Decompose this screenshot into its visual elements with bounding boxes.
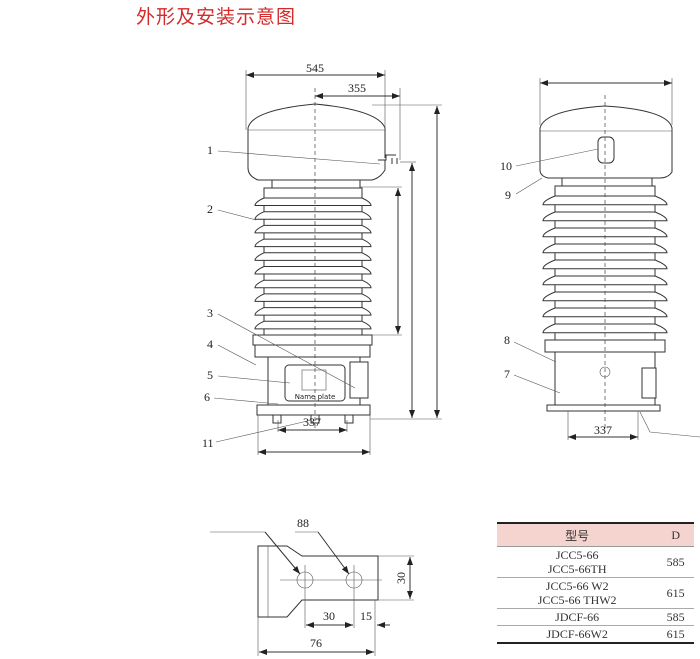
insulator-shed <box>542 227 668 238</box>
svg-text:1: 1 <box>207 143 213 157</box>
insulator-shed <box>254 279 372 289</box>
svg-text:2: 2 <box>207 202 213 216</box>
svg-text:10: 10 <box>500 159 512 173</box>
front-view: Name plate 545 355 337 1 2 3 4 5 6 11 <box>202 61 442 455</box>
svg-text:7: 7 <box>504 367 510 381</box>
svg-text:355: 355 <box>348 81 366 95</box>
page-title: 外形及安装示意图 <box>136 6 297 28</box>
svg-text:30: 30 <box>323 609 335 623</box>
oil-gauge <box>597 136 615 164</box>
svg-text:76: 76 <box>310 636 322 650</box>
header-model: 型号 <box>497 523 658 547</box>
svg-text:337: 337 <box>594 423 612 437</box>
svg-text:8: 8 <box>504 333 510 347</box>
svg-text:88: 88 <box>297 516 309 530</box>
insulator-shed <box>254 252 372 261</box>
svg-text:337: 337 <box>303 415 321 429</box>
svg-text:30: 30 <box>394 572 408 584</box>
svg-text:11: 11 <box>202 436 214 450</box>
insulator-shed <box>254 266 372 275</box>
svg-text:6: 6 <box>204 390 210 404</box>
insulator-shed <box>254 320 372 330</box>
svg-text:5: 5 <box>207 368 213 382</box>
insulator-shed <box>254 307 372 316</box>
insulator-shed <box>254 211 372 220</box>
insulator-shed <box>542 243 668 254</box>
insulator-shed <box>254 238 372 248</box>
svg-text:9: 9 <box>505 188 511 202</box>
terminal-detail: 88 30 30 15 76 <box>210 516 414 656</box>
insulator-shed <box>254 224 372 234</box>
insulator-shed <box>542 291 668 302</box>
header-d: D <box>657 523 694 547</box>
svg-text:3: 3 <box>207 306 213 320</box>
insulator-shed <box>254 293 372 302</box>
insulator-shed <box>254 197 372 207</box>
svg-text:545: 545 <box>306 61 324 75</box>
svg-text:4: 4 <box>207 337 213 351</box>
svg-text:15: 15 <box>360 609 372 623</box>
side-view: 337 10 9 8 7 <box>500 78 700 440</box>
